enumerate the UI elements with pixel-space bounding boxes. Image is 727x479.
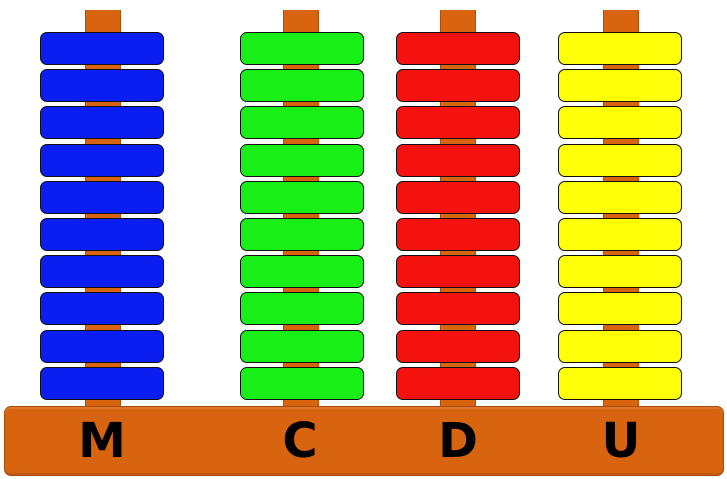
bead-d[interactable] — [396, 255, 520, 288]
bead-u[interactable] — [558, 181, 682, 214]
bead-m[interactable] — [40, 292, 164, 325]
bead-c[interactable] — [240, 292, 364, 325]
bead-m[interactable] — [40, 32, 164, 65]
bead-u[interactable] — [558, 367, 682, 400]
bead-u[interactable] — [558, 255, 682, 288]
bead-c[interactable] — [240, 106, 364, 139]
bead-c[interactable] — [240, 144, 364, 177]
bead-u[interactable] — [558, 69, 682, 102]
bead-d[interactable] — [396, 181, 520, 214]
bead-m[interactable] — [40, 144, 164, 177]
bead-d[interactable] — [396, 218, 520, 251]
bead-m[interactable] — [40, 330, 164, 363]
bead-d[interactable] — [396, 32, 520, 65]
bead-m[interactable] — [40, 255, 164, 288]
bead-m[interactable] — [40, 69, 164, 102]
bead-c[interactable] — [240, 69, 364, 102]
bead-d[interactable] — [396, 367, 520, 400]
column-label-c: C — [260, 408, 340, 474]
bead-u[interactable] — [558, 32, 682, 65]
bead-u[interactable] — [558, 144, 682, 177]
bead-d[interactable] — [396, 330, 520, 363]
bead-u[interactable] — [558, 292, 682, 325]
bead-d[interactable] — [396, 69, 520, 102]
bead-u[interactable] — [558, 218, 682, 251]
bead-d[interactable] — [396, 144, 520, 177]
column-label-u: U — [581, 408, 661, 474]
bead-m[interactable] — [40, 181, 164, 214]
bead-u[interactable] — [558, 330, 682, 363]
bead-u[interactable] — [558, 106, 682, 139]
bead-c[interactable] — [240, 181, 364, 214]
bead-d[interactable] — [396, 106, 520, 139]
bead-c[interactable] — [240, 218, 364, 251]
bead-c[interactable] — [240, 255, 364, 288]
bead-c[interactable] — [240, 367, 364, 400]
bead-c[interactable] — [240, 32, 364, 65]
column-label-d: D — [418, 408, 498, 474]
column-label-m: M — [62, 408, 142, 474]
bead-d[interactable] — [396, 292, 520, 325]
bead-m[interactable] — [40, 218, 164, 251]
bead-m[interactable] — [40, 106, 164, 139]
bead-c[interactable] — [240, 330, 364, 363]
bead-m[interactable] — [40, 367, 164, 400]
